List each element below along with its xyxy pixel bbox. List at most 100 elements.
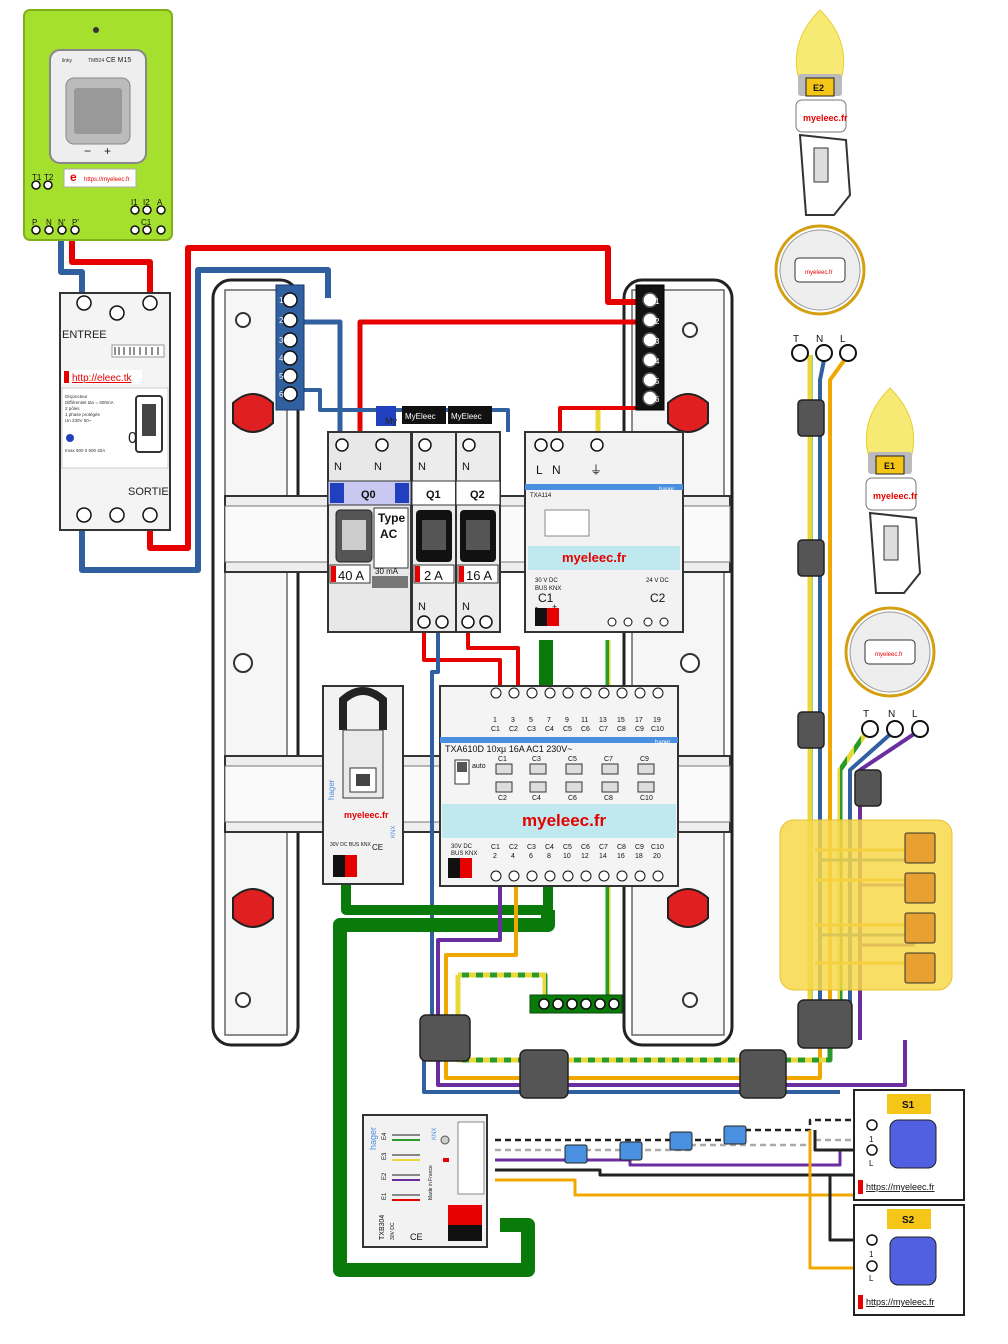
act-top-ch-3: C3 (527, 726, 536, 733)
phase-bar-num-1: 1 (655, 297, 660, 306)
act-bot-num-18: 18 (635, 853, 643, 860)
act-top-num-17: 17 (635, 717, 643, 724)
act-bot-num-10: 10 (563, 853, 571, 860)
q0-term-n1: N (334, 461, 342, 473)
branch-sortie: SORTIE (128, 486, 169, 498)
earth-terminal-bar (529, 994, 623, 1014)
phase-bar-num-6: 6 (655, 395, 660, 404)
q1-brand: MyEleec (405, 412, 436, 421)
act-top-num-9: 9 (565, 717, 569, 724)
branch-spec-0: Disjoncteur (65, 394, 88, 399)
q2-bottom-term: N (462, 601, 470, 613)
lamp-e1-base: myeleec.fr (844, 606, 936, 698)
q0-sensitivity: 30 mA (375, 567, 399, 576)
input-ce: CE (410, 1232, 423, 1242)
psu-out-right: 24 V DC (646, 578, 669, 584)
switch-s2-term-l: L (869, 1274, 874, 1283)
branch-spec-3: 1 phase protégée (65, 412, 101, 417)
q1-rating: 2 A (424, 568, 443, 583)
usb-interface: hager myeleec.fr KNX 30V DC BUS KNX CE (322, 685, 404, 885)
act-ch-c9: C9 (640, 756, 649, 763)
psu-out-left: 30 V DC (535, 578, 558, 584)
meter-term-c1: C1 (141, 218, 152, 227)
input-e3: E3 (382, 1152, 388, 1160)
switch-s2-label: S2 (902, 1215, 915, 1226)
q0-rating: 40 A (338, 568, 364, 583)
meter-term-a: A (157, 198, 163, 207)
act-bot-ch-7: C7 (599, 844, 608, 851)
act-ch-c1: C1 (498, 756, 507, 763)
psu-brand: hager (659, 487, 674, 493)
usb-watermark: myeleec.fr (344, 810, 389, 820)
act-bot-ch-3: C3 (527, 844, 536, 851)
breaker-q1: MyEleec N Q1 2 A N (402, 406, 457, 633)
lamp-e2-term-l: L (840, 334, 846, 345)
lamp-e2-label: E2 (813, 83, 824, 93)
q0-brand: My (385, 416, 397, 426)
branch-spec-5: Imax 500 II 500 40A (65, 448, 105, 453)
input-knx: KNX (432, 1128, 438, 1140)
phase-bar-num-5: 5 (655, 377, 660, 386)
input-module-txb304: hager KNX E4 E3 E2 E1 TXB304 30V DC Made… (362, 1114, 488, 1248)
act-top-num-13: 13 (599, 717, 607, 724)
meter-logo-e: e (70, 170, 77, 184)
branch-url: http://eleec.tk (72, 373, 132, 384)
neutral-bar-num-5: 5 (279, 372, 284, 381)
meter-term-n-prime: N' (58, 218, 66, 227)
usb-bus: 30V DC BUS KNX (330, 842, 372, 848)
act-bot-ch-5: C5 (563, 844, 572, 851)
neutral-terminal-bar: 1 2 3 4 5 6 (275, 284, 305, 411)
lamp-e2-base: myeleec.fr (774, 224, 866, 316)
psu-c1: C1 (538, 591, 554, 605)
act-ch-c8: C8 (604, 795, 613, 802)
act-top-num-5: 5 (529, 717, 533, 724)
psu-term-earth: ⏚ (590, 463, 602, 477)
q1-term: N (418, 461, 426, 473)
act-top-num-15: 15 (617, 717, 625, 724)
meter-plus: + (104, 144, 111, 158)
q0-label: Q0 (361, 489, 376, 501)
meter-minus: − (84, 144, 91, 158)
act-ch-c5: C5 (568, 756, 577, 763)
lamp-e2-base-wm: myeleec.fr (805, 270, 833, 276)
psu-txa114: L N ⏚ TXA114 hager myeleec.fr 30 V DC BU… (524, 431, 684, 633)
q1-label: Q1 (426, 489, 441, 501)
act-top-num-19: 19 (653, 717, 661, 724)
switch-s1-term-l: L (869, 1159, 874, 1168)
q2-rating: 16 A (466, 568, 492, 583)
act-top-num-11: 11 (581, 717, 588, 724)
switch-s1-term-1: 1 (869, 1135, 874, 1144)
branch-breaker: ENTREE http://eleec.tk Disjoncteur Diffé… (59, 292, 171, 531)
meter-ce: CE M15 (106, 57, 131, 64)
q0-type-value: AC (380, 527, 398, 541)
act-bot-ch-9: C9 (635, 844, 644, 851)
phase-bar-num-2: 2 (655, 317, 660, 326)
usb-ce: CE (372, 843, 383, 852)
switch-s1-label: S1 (902, 1100, 915, 1111)
act-bot-num-20: 20 (653, 853, 661, 860)
lamp-e2: E2 myeleec.fr (795, 9, 852, 216)
act-top-num-1: 1 (493, 717, 497, 724)
act-model: TXA610D 10xµ 16A AC1 230V~ (445, 744, 573, 754)
lamp-e2-watermark: myeleec.fr (803, 113, 848, 123)
branch-spec-2: 2 pôles (65, 406, 80, 411)
lamp-e2-terminals: T N L (791, 334, 857, 362)
meter-term-t1: T1 (32, 173, 42, 182)
act-bot-num-8: 8 (547, 853, 551, 860)
switch-s2: S2 1 L https://myeleec.fr (853, 1204, 965, 1316)
lamp-e1-terminals: T N L (861, 709, 929, 738)
lamp-e1-base-wm: myeleec.fr (875, 652, 903, 658)
lamp-e1-term-n: N (888, 709, 895, 720)
neutral-bar-num-1: 1 (279, 296, 284, 305)
psu-model: TXA114 (530, 493, 552, 499)
act-bot-ch-8: C8 (617, 844, 626, 851)
meter-term-p-prime: P' (72, 218, 79, 227)
input-brand: hager (368, 1127, 378, 1150)
q2-label: Q2 (470, 489, 485, 501)
lamp-e1-label: E1 (884, 461, 895, 471)
act-top-num-7: 7 (547, 717, 551, 724)
actuator-txa610d: 1 3 5 7 9 11 13 15 17 19 C1 C2 C3 C4 C5 … (439, 685, 679, 887)
act-bus: BUS KNX (451, 851, 477, 857)
